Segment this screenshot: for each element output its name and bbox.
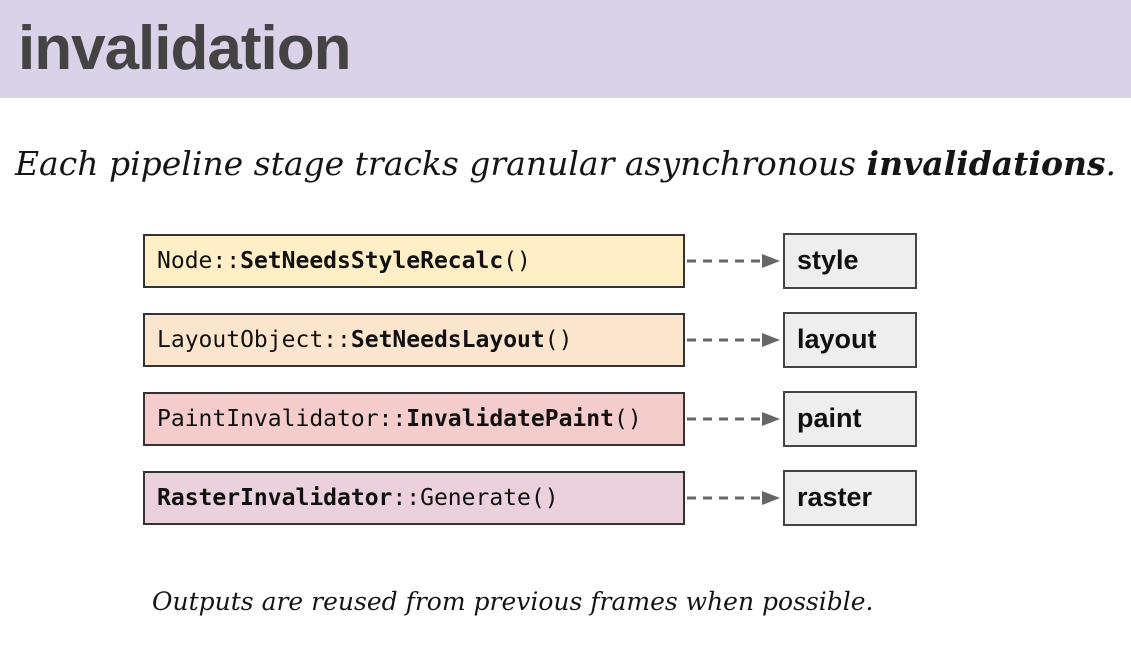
- pipeline-row-layout: LayoutObject::SetNeedsLayout() layout: [143, 311, 1131, 368]
- code-segment-bold: RasterInvalidator: [157, 484, 393, 511]
- stage-box-style: style: [783, 232, 917, 289]
- stage-box-layout: layout: [783, 311, 917, 368]
- dashed-arrow-icon: [685, 410, 783, 428]
- pipeline-row-raster: RasterInvalidator::Generate() raster: [143, 469, 1131, 526]
- code-segment: (): [544, 326, 573, 353]
- code-box-paint: PaintInvalidator::InvalidatePaint(): [143, 391, 685, 446]
- pipeline-row-style: Node::SetNeedsStyleRecalc() style: [143, 232, 1131, 289]
- slide-header: invalidation: [0, 0, 1131, 98]
- code-box-style: Node::SetNeedsStyleRecalc(): [143, 233, 685, 288]
- subtitle-emphasis: invalidations: [866, 144, 1106, 183]
- code-segment: (): [503, 247, 531, 274]
- caption: Outputs are reused from previous frames …: [152, 586, 874, 616]
- subtitle-prefix: Each pipeline stage tracks granular asyn…: [14, 144, 867, 183]
- dashed-arrow-icon: [685, 252, 783, 270]
- code-segment: PaintInvalidator::: [157, 405, 407, 432]
- slide-title: invalidation: [18, 14, 351, 83]
- subtitle: Each pipeline stage tracks granular asyn…: [10, 144, 1121, 184]
- stage-box-paint: paint: [783, 390, 917, 447]
- code-segment-bold: SetNeedsLayout: [350, 326, 545, 353]
- subtitle-suffix: .: [1105, 144, 1117, 183]
- stage-box-raster: raster: [783, 469, 917, 526]
- code-segment: (): [613, 405, 642, 432]
- code-segment: LayoutObject::: [157, 326, 351, 353]
- code-segment-bold: SetNeedsStyleRecalc: [240, 247, 504, 274]
- dashed-arrow-icon: [685, 489, 783, 507]
- code-box-raster: RasterInvalidator::Generate(): [143, 470, 685, 525]
- pipeline-row-paint: PaintInvalidator::InvalidatePaint() paint: [143, 390, 1131, 447]
- dashed-arrow-icon: [685, 331, 783, 349]
- code-box-layout: LayoutObject::SetNeedsLayout(): [143, 312, 685, 367]
- code-segment-bold: InvalidatePaint: [406, 405, 614, 432]
- code-segment: ::Generate(): [392, 484, 559, 511]
- code-segment: Node::: [157, 247, 241, 274]
